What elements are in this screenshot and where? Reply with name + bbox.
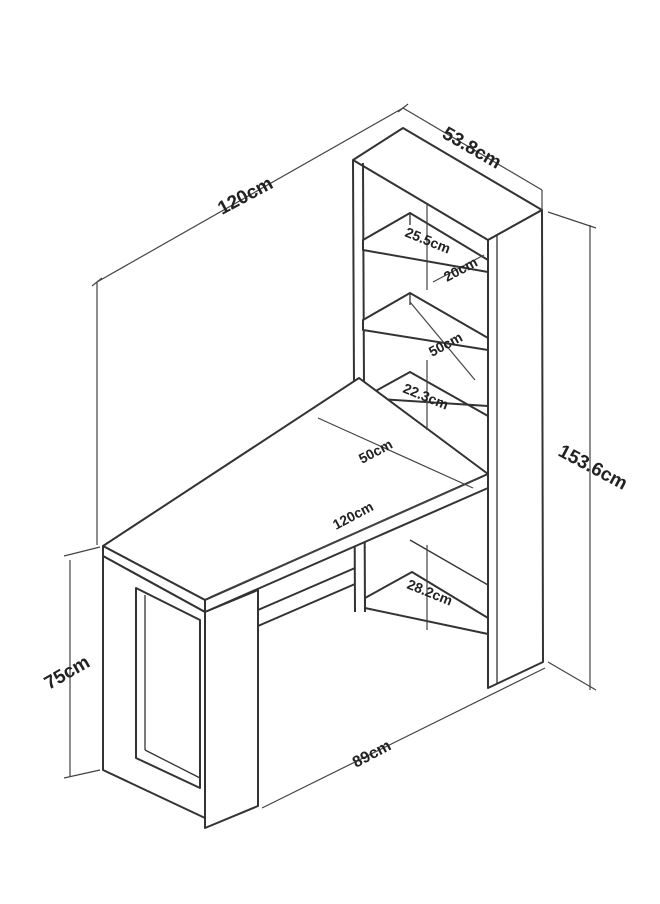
dim-tick xyxy=(547,661,597,691)
dim-line-desktop-width xyxy=(209,477,481,598)
dim-line-shelf-width xyxy=(409,301,476,381)
shelf-1 xyxy=(362,212,489,273)
desk-end-panel-inset xyxy=(135,587,201,789)
dim-line-desktop-depth xyxy=(317,417,474,489)
desk-leg-front xyxy=(204,589,259,829)
label-desk-height: 75cm xyxy=(41,652,94,694)
modesty-panel-edge xyxy=(257,567,356,611)
dim-tick xyxy=(63,546,101,557)
shelf-3 xyxy=(362,371,489,417)
desk xyxy=(102,377,489,829)
modesty-panel-bottom xyxy=(257,583,356,627)
dim-line-total-width xyxy=(96,107,404,283)
dim-line-leg-span xyxy=(261,667,546,809)
dim-line-shelf-depth xyxy=(432,254,485,283)
label-total-width: 120cm xyxy=(214,173,276,219)
dim-tick xyxy=(547,211,597,229)
dim-line-depth xyxy=(402,107,543,191)
end-panel-inner-line-2 xyxy=(144,749,201,779)
label-leg-span: 89cm xyxy=(350,737,394,771)
shelf-back-line-3 xyxy=(409,539,489,586)
dim-tick xyxy=(63,769,101,779)
dimension-lines xyxy=(63,103,597,809)
bookcase-side-panel xyxy=(487,209,544,689)
label-total-height: 153.6cm xyxy=(555,441,631,495)
